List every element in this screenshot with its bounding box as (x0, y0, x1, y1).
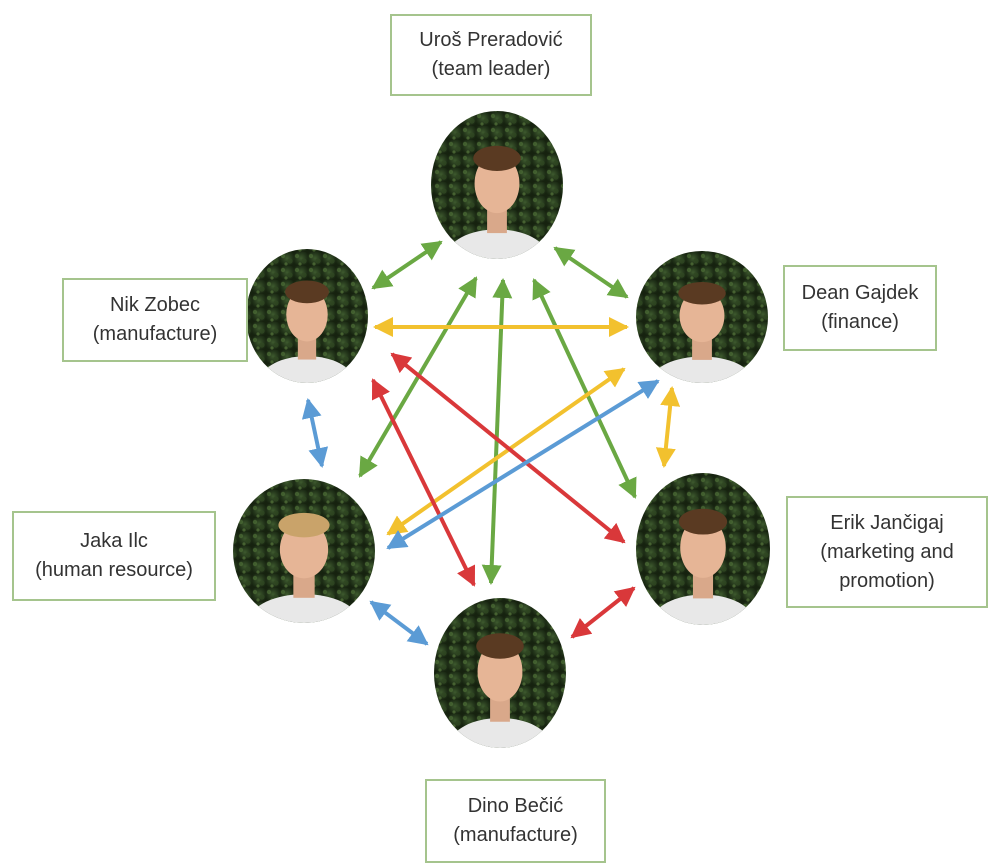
arrow-nik-jaka (301, 398, 329, 468)
person-icon (447, 145, 547, 259)
arrow-dino-erik (570, 586, 636, 639)
arrow-nik-erik (390, 352, 626, 544)
arrow-uros-nik (371, 240, 443, 290)
arrow-jaka-dean (386, 379, 660, 550)
portrait-dino (434, 598, 566, 748)
portrait-jaka (233, 479, 375, 623)
arrow-dean-erik (655, 386, 681, 468)
person-icon (652, 508, 754, 625)
member-name: Jaka Ilc (80, 530, 148, 552)
portrait-uros (431, 111, 563, 259)
portrait-dean (636, 251, 768, 383)
person-icon (261, 280, 353, 383)
member-role: (manufacture) (453, 824, 578, 846)
portrait-erik (636, 473, 770, 625)
portrait-nik (246, 249, 368, 383)
member-role: (team leader) (431, 58, 551, 80)
name-box-dean: Dean Gajdek (finance) (783, 265, 937, 351)
person-icon (250, 512, 358, 623)
arrow-uros-dean (553, 246, 629, 299)
name-box-uros: Uroš Preradović (team leader) (390, 14, 592, 96)
arrow-uros-erik (532, 278, 637, 499)
arrow-jaka-dean (386, 367, 626, 536)
name-box-dino: Dino Bečić (manufacture) (425, 779, 606, 863)
member-name: Dino Bečić (467, 795, 564, 817)
member-role: (finance) (821, 311, 899, 333)
name-box-erik: Erik Jančigaj (marketing and promotion) (786, 496, 988, 608)
member-role: (manufacture) (92, 323, 218, 345)
member-name: Erik Jančigaj (830, 511, 944, 534)
member-name: Uroš Preradović (419, 29, 563, 51)
member-role: (marketing and (820, 540, 954, 563)
member-name: Nik Zobec (109, 294, 201, 316)
arrow-jaka-dino (369, 600, 429, 646)
name-box-jaka: Jaka Ilc (human resource) (12, 511, 216, 601)
member-role-continued: promotion) (839, 569, 935, 592)
member-name: Dean Gajdek (801, 282, 919, 304)
member-role: (human resource) (35, 559, 193, 581)
name-box-nik: Nik Zobec (manufacture) (62, 278, 248, 362)
person-icon (450, 633, 550, 748)
person-icon (652, 282, 752, 383)
